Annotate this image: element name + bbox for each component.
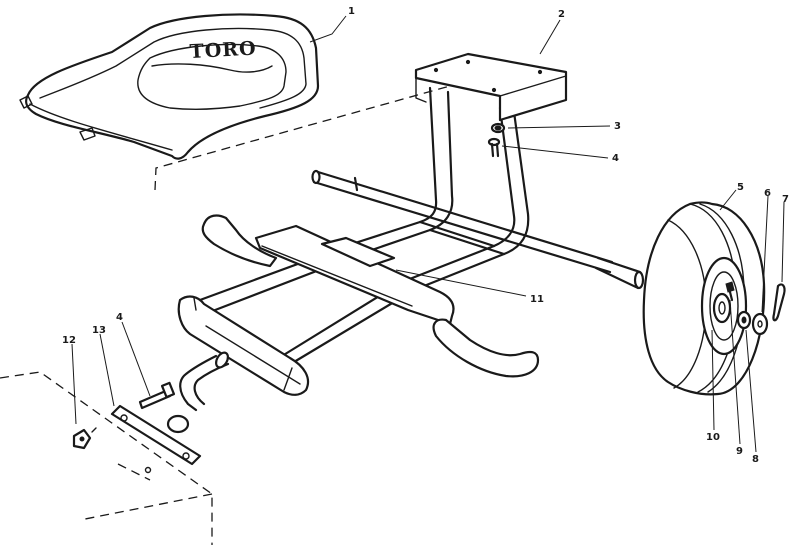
callout-9: 9 — [736, 446, 743, 457]
right-foot-pan — [432, 318, 540, 378]
tow-vehicle-outline — [0, 371, 213, 545]
footrest-plate — [254, 224, 455, 326]
seat-brand-label: TORO — [189, 38, 257, 63]
left-foot-pan — [201, 214, 278, 268]
callout-6: 6 — [764, 188, 771, 199]
callout-1: 1 — [348, 6, 355, 17]
nut — [490, 122, 506, 134]
seat: TORO — [19, 13, 320, 160]
axle — [311, 169, 645, 290]
callout-12: 12 — [62, 335, 76, 346]
upper-bolt — [487, 137, 501, 158]
callout-13: 13 — [92, 325, 106, 336]
callout-4a: 4 — [612, 153, 619, 164]
callout-11: 11 — [530, 294, 544, 305]
callout-2: 2 — [558, 9, 565, 20]
seat-alignment-line — [154, 71, 501, 191]
callout-7: 7 — [782, 194, 789, 205]
hitch-nut — [72, 427, 97, 450]
decal — [320, 236, 396, 268]
bushing — [736, 310, 752, 330]
cotter-pin — [772, 283, 786, 322]
leader-lines — [71, 15, 785, 453]
callout-numbers: 1 2 3 4 5 6 7 8 9 10 11 12 13 4 — [62, 6, 789, 465]
callout-5: 5 — [737, 182, 744, 193]
callout-3: 3 — [614, 121, 621, 132]
callout-4b: 4 — [116, 312, 123, 323]
callout-10: 10 — [706, 432, 720, 443]
frame — [198, 52, 568, 364]
lower-bolt — [138, 381, 176, 410]
washer — [751, 312, 769, 336]
seat-mount-bracket — [414, 52, 568, 122]
callout-8: 8 — [752, 454, 759, 465]
wheel-assembly — [642, 201, 766, 396]
hitch-plate — [110, 404, 202, 466]
hitch-tray — [177, 295, 310, 412]
